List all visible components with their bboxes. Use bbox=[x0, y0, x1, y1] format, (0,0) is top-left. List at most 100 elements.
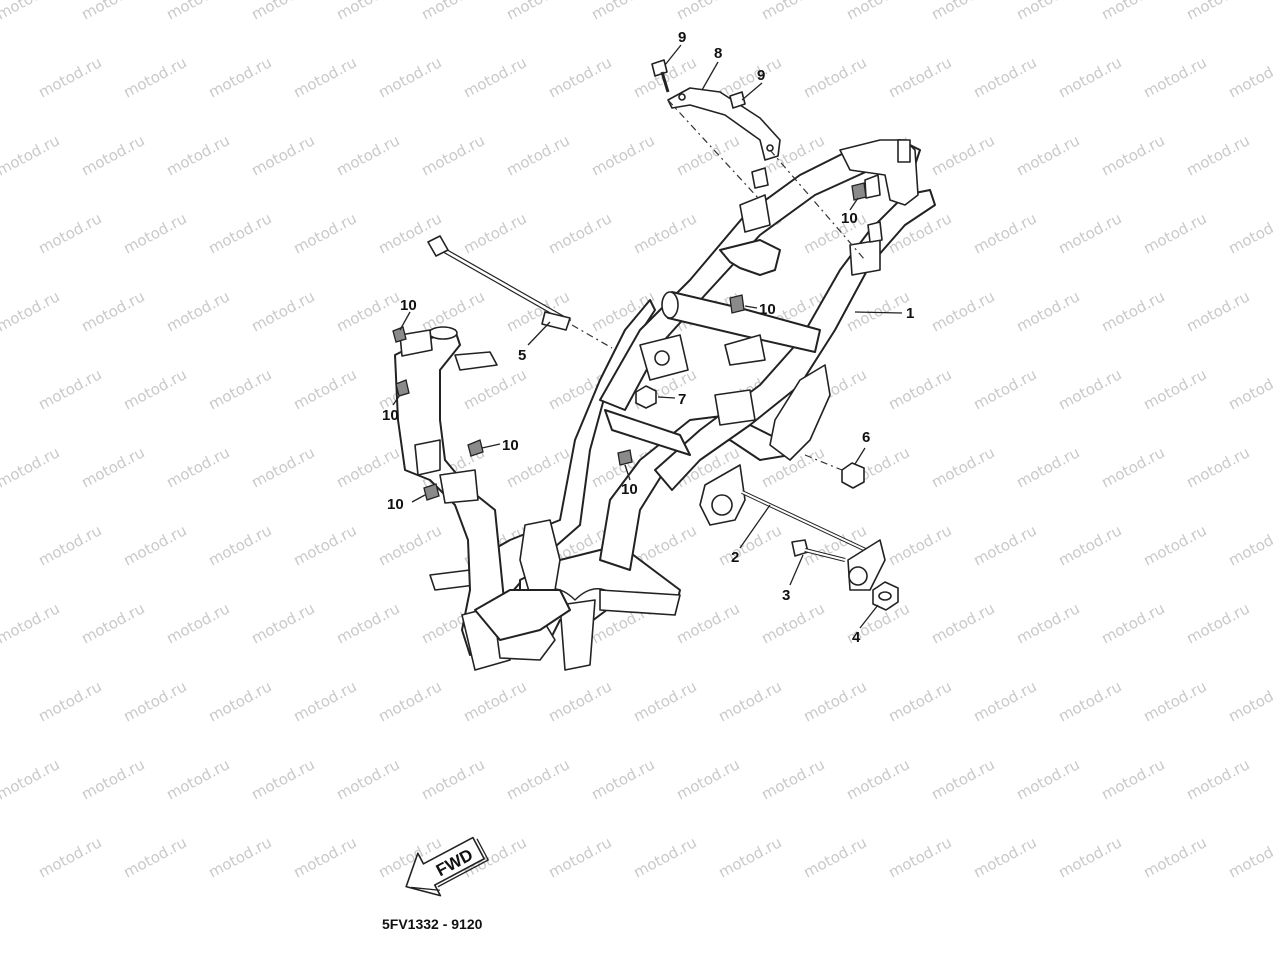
watermark-text: motod.ru bbox=[163, 755, 232, 803]
watermark-text: motod.ru bbox=[248, 287, 317, 335]
watermark-text: motod.ru bbox=[205, 365, 274, 413]
watermark-text: motod.ru bbox=[120, 833, 189, 881]
watermark-text: motod.ru bbox=[35, 53, 104, 101]
watermark-text: motod.ru bbox=[843, 0, 912, 24]
watermark-text: motod.ru bbox=[1225, 521, 1273, 569]
watermark-text: motod.ru bbox=[1140, 365, 1209, 413]
watermark-text: motod.ru bbox=[163, 131, 232, 179]
watermark-text: motod.ru bbox=[120, 521, 189, 569]
watermark-text: motod.ru bbox=[758, 0, 827, 24]
watermark-text: motod.ru bbox=[290, 365, 359, 413]
watermark-text: motod.ru bbox=[1013, 443, 1082, 491]
watermark-text: motod.ru bbox=[290, 677, 359, 725]
watermark-text: motod.ru bbox=[290, 53, 359, 101]
watermark-layer: motod.ru motod.ru motod.ru motod.ru motod.ru… bbox=[0, 0, 1273, 882]
watermark-text: motod.ru bbox=[758, 755, 827, 803]
callout-10a: 10 bbox=[400, 297, 417, 314]
watermark-text: motod.ru bbox=[163, 0, 232, 24]
bolt-part-3 bbox=[791, 539, 846, 562]
watermark-text: motod.ru bbox=[715, 677, 784, 725]
leader-lines bbox=[392, 44, 903, 629]
watermark-text: motod.ru bbox=[843, 755, 912, 803]
watermark-text: motod.ru bbox=[78, 443, 147, 491]
watermark-text: motod.ru bbox=[1225, 209, 1273, 257]
watermark-text: motod.ru bbox=[1055, 209, 1124, 257]
watermark-text: motod.ru bbox=[673, 755, 742, 803]
watermark-text: motod.ru bbox=[970, 833, 1039, 881]
watermark-text: motod.ru bbox=[928, 131, 997, 179]
watermark-text: motod.ru bbox=[375, 677, 444, 725]
watermark-text: motod.ru bbox=[120, 677, 189, 725]
watermark-text: motod.ru bbox=[375, 53, 444, 101]
watermark-text: motod.ru bbox=[928, 0, 997, 24]
watermark-text: motod.ru bbox=[1140, 677, 1209, 725]
watermark-text: motod.ru bbox=[333, 287, 402, 335]
callouts: 1 2 3 4 5 6 7 8 9 9 10 10 10 10 10 10 10 bbox=[382, 29, 914, 646]
watermark-text: motod.ru bbox=[0, 131, 63, 179]
watermark-text: motod.ru bbox=[1013, 755, 1082, 803]
watermark-text: motod.ru bbox=[290, 209, 359, 257]
clip-parts-10 bbox=[392, 182, 867, 501]
watermark-text: motod.ru bbox=[1183, 287, 1252, 335]
watermark-text: motod.ru bbox=[715, 521, 784, 569]
watermark-text: motod.ru bbox=[35, 365, 104, 413]
watermark-text: motod.ru bbox=[78, 599, 147, 647]
callout-4: 4 bbox=[852, 629, 861, 646]
callout-10b: 10 bbox=[382, 407, 399, 424]
watermark-text: motod.ru bbox=[35, 209, 104, 257]
watermark-text: motod.ru bbox=[1013, 0, 1082, 24]
watermark-text: motod.ru bbox=[1055, 677, 1124, 725]
callout-10e: 10 bbox=[621, 481, 638, 498]
watermark-text: motod.ru bbox=[248, 443, 317, 491]
watermark-text: motod.ru bbox=[1013, 287, 1082, 335]
watermark-text: motod.ru bbox=[205, 833, 274, 881]
callout-9a: 9 bbox=[678, 29, 686, 46]
watermark-text: motod.ru bbox=[78, 287, 147, 335]
long-bolt-part-5 bbox=[427, 235, 613, 349]
callout-9b: 9 bbox=[757, 67, 765, 84]
watermark-text: motod.ru bbox=[290, 833, 359, 881]
watermark-text: motod.ru bbox=[460, 209, 529, 257]
watermark-text: motod.ru bbox=[545, 677, 614, 725]
watermark-text: motod.ru bbox=[35, 677, 104, 725]
watermark-text: motod.ru bbox=[1055, 833, 1124, 881]
watermark-text: motod.ru bbox=[205, 53, 274, 101]
watermark-text: motod.ru bbox=[333, 131, 402, 179]
watermark-text: motod.ru bbox=[1140, 521, 1209, 569]
callout-3: 3 bbox=[782, 587, 790, 604]
watermark-text: motod.ru bbox=[1098, 599, 1167, 647]
bolt-part-9b bbox=[667, 91, 866, 261]
watermark-text: motod.ru bbox=[1140, 209, 1209, 257]
watermark-text: motod.ru bbox=[970, 209, 1039, 257]
callout-7: 7 bbox=[678, 391, 686, 408]
watermark-text: motod.ru bbox=[800, 833, 869, 881]
watermark-text: motod.ru bbox=[503, 0, 572, 24]
watermark-text: motod.ru bbox=[1183, 599, 1252, 647]
watermark-text: motod.ru bbox=[1098, 131, 1167, 179]
watermark-text: motod.ru bbox=[885, 833, 954, 881]
watermark-text: motod.ru bbox=[503, 755, 572, 803]
watermark-text: motod.ru bbox=[715, 833, 784, 881]
watermark-text: motod.ru bbox=[163, 287, 232, 335]
watermark-text: motod.ru bbox=[885, 677, 954, 725]
watermark-text: motod.ru bbox=[1098, 443, 1167, 491]
watermark-text: motod.ru bbox=[1013, 131, 1082, 179]
watermark-text: motod.ru bbox=[715, 53, 784, 101]
watermark-text: motod.ru bbox=[460, 53, 529, 101]
watermark-text: motod.ru bbox=[758, 599, 827, 647]
watermark-text: motod.ru bbox=[418, 0, 487, 24]
watermark-text: motod.ru bbox=[0, 599, 63, 647]
watermark-text: motod.ru bbox=[333, 443, 402, 491]
watermark-text: motod.ru bbox=[970, 521, 1039, 569]
watermark-text: motod.ru bbox=[800, 53, 869, 101]
watermark-text: motod.ru bbox=[120, 209, 189, 257]
watermark-text: motod.ru bbox=[545, 833, 614, 881]
nut-part-4 bbox=[872, 581, 899, 611]
watermark-text: motod.ru bbox=[630, 209, 699, 257]
callout-8: 8 bbox=[714, 45, 722, 62]
bracket-part-8 bbox=[667, 87, 781, 161]
watermark-text: motod.ru bbox=[333, 755, 402, 803]
watermark-text: motod.ru bbox=[588, 0, 657, 24]
watermark-text: motod.ru bbox=[928, 287, 997, 335]
